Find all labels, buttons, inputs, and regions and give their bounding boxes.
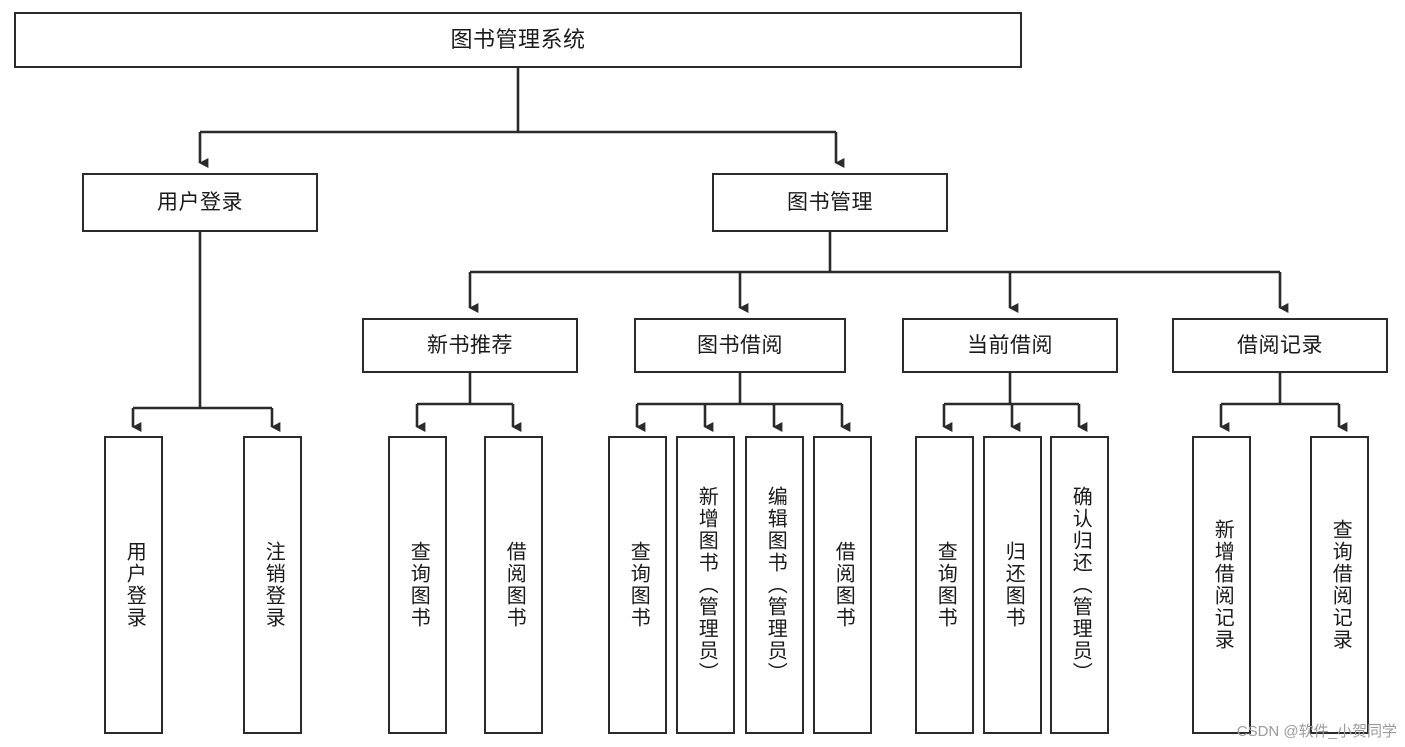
csdn-watermark: CSDN @软件_小贺同学 [1236,723,1397,740]
node-leaf-user-login[interactable]: 用户登录 [104,436,163,734]
node-user-login-label: 用户登录 [157,190,243,214]
node-leaf-edit-book[interactable]: 编辑图书（管理员） [745,436,804,734]
node-leaf-query-book-1[interactable]: 查询图书 [388,436,447,734]
node-book-borrow[interactable]: 图书借阅 [634,318,846,373]
node-borrow-record[interactable]: 借阅记录 [1172,318,1388,373]
node-leaf-query-book-2-label: 查询图书 [627,541,650,629]
node-leaf-logout-label: 注销登录 [262,541,285,629]
node-new-book-rec[interactable]: 新书推荐 [362,318,578,373]
node-root-label: 图书管理系统 [450,26,586,52]
node-leaf-query-book-1-label: 查询图书 [407,541,430,629]
node-leaf-user-login-label: 用户登录 [123,541,146,629]
node-leaf-return-book[interactable]: 归还图书 [983,436,1042,734]
node-leaf-return-book-label: 归还图书 [1002,541,1025,629]
node-leaf-query-record-label: 查询借阅记录 [1329,519,1352,651]
node-leaf-borrow-book-1[interactable]: 借阅图书 [484,436,543,734]
node-book-manage[interactable]: 图书管理 [712,173,948,232]
node-book-borrow-label: 图书借阅 [697,333,783,357]
node-leaf-confirm-return-label: 确认归还（管理员） [1069,486,1092,684]
node-borrow-record-label: 借阅记录 [1237,333,1323,357]
node-leaf-add-book[interactable]: 新增图书（管理员） [676,436,735,734]
node-user-login[interactable]: 用户登录 [82,173,318,232]
node-leaf-query-record[interactable]: 查询借阅记录 [1310,436,1369,734]
node-leaf-logout[interactable]: 注销登录 [243,436,302,734]
node-leaf-borrow-book-2-label: 借阅图书 [832,541,855,629]
node-current-borrow[interactable]: 当前借阅 [902,318,1118,373]
node-leaf-add-record[interactable]: 新增借阅记录 [1192,436,1251,734]
node-current-borrow-label: 当前借阅 [967,333,1053,357]
node-book-manage-label: 图书管理 [787,190,873,214]
node-leaf-query-book-3-label: 查询图书 [934,541,957,629]
node-leaf-query-book-3[interactable]: 查询图书 [915,436,974,734]
node-leaf-add-record-label: 新增借阅记录 [1211,519,1234,651]
node-leaf-confirm-return[interactable]: 确认归还（管理员） [1050,436,1109,734]
node-new-book-rec-label: 新书推荐 [427,333,513,357]
node-leaf-add-book-label: 新增图书（管理员） [695,486,718,684]
node-leaf-query-book-2[interactable]: 查询图书 [608,436,667,734]
node-leaf-borrow-book-1-label: 借阅图书 [503,541,526,629]
node-leaf-borrow-book-2[interactable]: 借阅图书 [813,436,872,734]
node-root[interactable]: 图书管理系统 [14,12,1022,68]
node-leaf-edit-book-label: 编辑图书（管理员） [764,486,787,684]
